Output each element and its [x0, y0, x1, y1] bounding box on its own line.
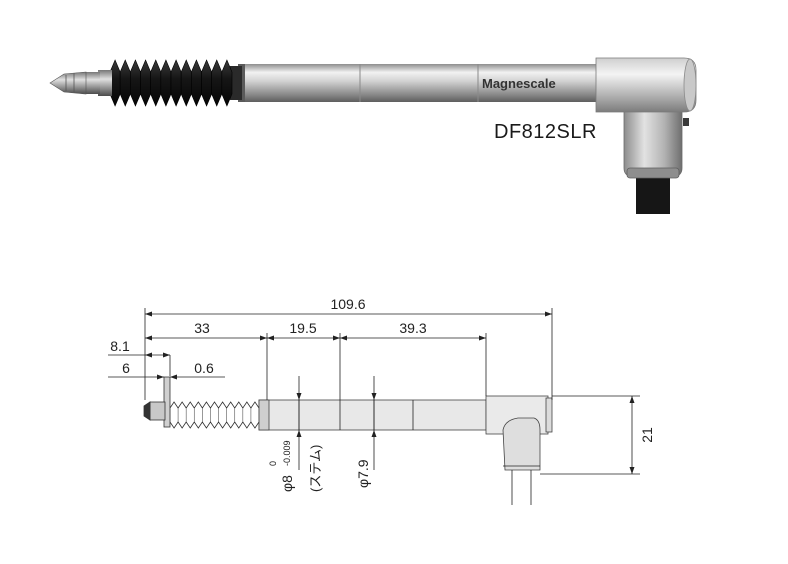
brand-marking: Magnescale — [482, 76, 556, 91]
bellows-fold — [170, 59, 182, 107]
dimension-labels: 109.6 33 19.5 39.3 8.1 6 0.6 21 φ8 0 -0.… — [110, 296, 655, 492]
contact-point — [49, 71, 87, 95]
dim-overall-length: 109.6 — [330, 296, 365, 312]
stem-sleeve — [230, 66, 242, 100]
bellows-fold — [211, 59, 223, 107]
dim-stem-diameter: φ8 — [279, 475, 295, 492]
dim-segment-c: 39.3 — [399, 320, 426, 336]
cable — [636, 174, 670, 214]
barrel — [238, 64, 598, 102]
bellows-fold — [201, 59, 212, 107]
dim-segment-b: 19.5 — [289, 320, 316, 336]
gauge-probe-rendering: Magnescale — [49, 57, 697, 214]
dim-stem-tol-lower: -0.009 — [282, 440, 292, 466]
dim-tip-offset: 6 — [122, 360, 130, 376]
bellows-boot — [109, 59, 233, 107]
model-name: DF812SLR — [494, 121, 597, 143]
bellows-fold — [180, 59, 192, 107]
bellows-fold — [119, 59, 131, 107]
dim-flange: 0.6 — [194, 360, 214, 376]
dim-height: 21 — [639, 427, 655, 443]
bellows-fold — [160, 59, 172, 107]
bellows-fold — [130, 59, 141, 107]
bellows-outline — [169, 421, 260, 429]
bellows-fold — [191, 59, 202, 107]
dim-segment-a: 33 — [194, 320, 210, 336]
dimension-arrows — [145, 311, 635, 474]
dimension-drawing — [108, 308, 640, 505]
bellows-fold — [221, 59, 233, 107]
head-block — [595, 57, 697, 113]
dim-stem-note: (ステム) — [308, 445, 323, 492]
dim-tip-length: 8.1 — [110, 338, 130, 354]
dim-stem-tol-upper: 0 — [268, 461, 278, 466]
dim-body-diameter: φ7.9 — [355, 459, 371, 488]
bellows-outline — [169, 401, 260, 409]
bellows-fold — [150, 59, 162, 107]
bellows-fold — [140, 59, 151, 107]
